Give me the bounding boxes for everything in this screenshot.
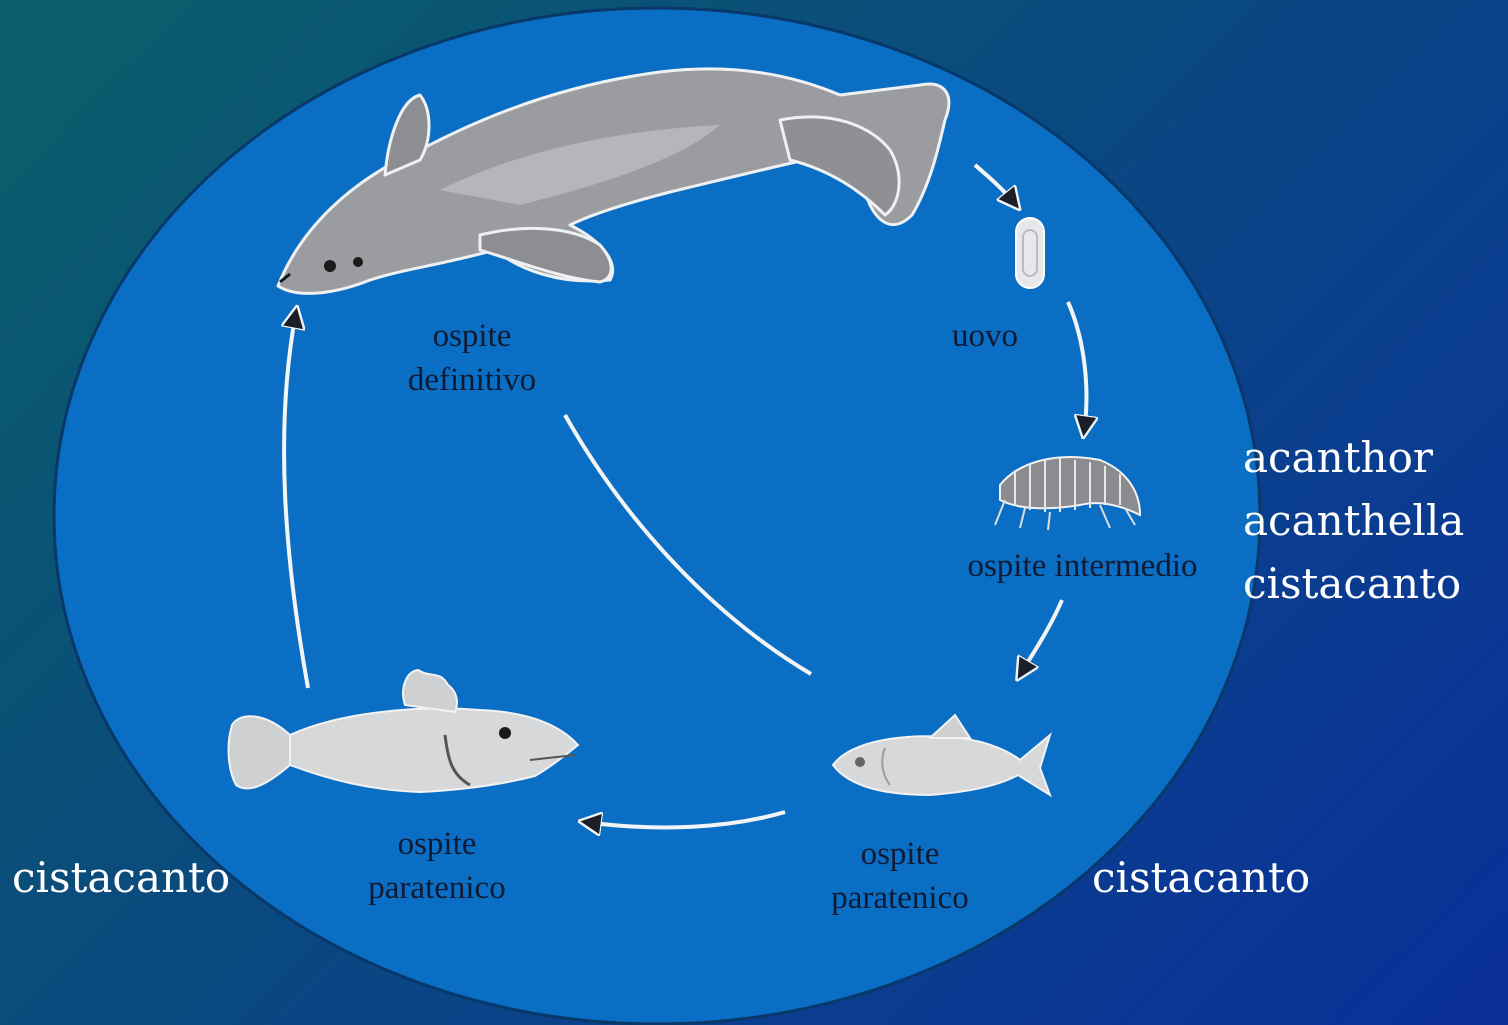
paratenic-left-stage: cistacanto <box>12 846 230 909</box>
paratenic-host-left-label: ospite paratenico <box>337 822 537 910</box>
paratenic-host-right-label-line2: paratenico <box>831 880 968 916</box>
intermediate-host-label-text: ospite intermedio <box>967 548 1197 584</box>
intermediate-stages-list: acanthor acanthella cistacanto <box>1243 426 1464 615</box>
paratenic-host-left-label-line2: paratenico <box>368 870 505 906</box>
stage-cistacanto: cistacanto <box>1243 552 1464 615</box>
paratenic-right-stage-text: cistacanto <box>1092 853 1310 902</box>
definitive-host-label: ospite definitivo <box>372 314 572 402</box>
intermediate-host-label: ospite intermedio <box>930 544 1235 588</box>
paratenic-host-right-label: ospite paratenico <box>800 832 1000 920</box>
stage-acanthor: acanthor <box>1243 426 1464 489</box>
paratenic-host-right-label-line1: ospite <box>861 836 940 872</box>
paratenic-left-stage-text: cistacanto <box>12 853 230 902</box>
stage-acanthella: acanthella <box>1243 489 1464 552</box>
egg-label-text: uovo <box>952 318 1018 354</box>
paratenic-right-stage: cistacanto <box>1092 846 1310 909</box>
definitive-host-label-line1: ospite <box>433 318 512 354</box>
egg-icon <box>1016 218 1044 288</box>
paratenic-host-left-label-line1: ospite <box>398 826 477 862</box>
definitive-host-label-line2: definitivo <box>408 362 536 398</box>
egg-label: uovo <box>920 314 1050 358</box>
